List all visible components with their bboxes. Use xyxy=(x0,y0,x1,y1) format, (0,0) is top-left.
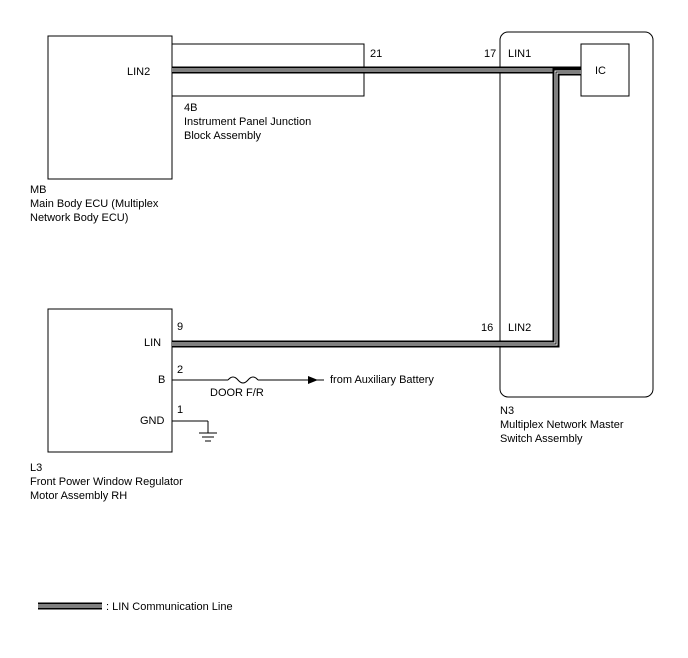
mb-pin-lin2-label: LIN2 xyxy=(127,66,150,78)
l3-pin-lin-number: 9 xyxy=(177,321,183,333)
l3-pin-lin-label: LIN xyxy=(144,337,161,349)
junction-pin-number: 21 xyxy=(370,48,382,60)
fuse-label: DOOR F/R xyxy=(210,387,264,399)
l3-code: L3 xyxy=(30,462,42,474)
n3-pin-lin2-number: 16 xyxy=(481,322,493,334)
l3-name-line1: Front Power Window Regulator xyxy=(30,476,183,488)
l3-pin-gnd-label: GND xyxy=(140,415,165,427)
l3-motor-box xyxy=(47,308,173,453)
n3-pin-lin1-number: 17 xyxy=(484,48,496,60)
junction-name-line1: Instrument Panel Junction xyxy=(184,116,311,128)
fuse-symbol xyxy=(227,376,259,384)
n3-pin-lin2-label: LIN2 xyxy=(508,322,531,334)
n3-ic-label: IC xyxy=(595,65,606,77)
mb-name-line2: Network Body ECU) xyxy=(30,212,128,224)
n3-name-line1: Multiplex Network Master xyxy=(500,419,624,431)
junction-code: 4B xyxy=(184,102,197,114)
legend-label: : LIN Communication Line xyxy=(106,601,233,613)
n3-code: N3 xyxy=(500,405,514,417)
n3-pin-lin1-label: LIN1 xyxy=(508,48,531,60)
l3-pin-gnd-number: 1 xyxy=(177,404,183,416)
l3-pin-b-label: B xyxy=(158,374,165,386)
ground-icon xyxy=(199,432,217,442)
mb-code: MB xyxy=(30,184,47,196)
n3-switch-box xyxy=(499,31,654,398)
power-source-label: from Auxiliary Battery xyxy=(330,374,434,386)
mb-name-line1: Main Body ECU (Multiplex xyxy=(30,198,159,210)
lin-line-l3-to-n3 xyxy=(172,68,581,348)
n3-name-line2: Switch Assembly xyxy=(500,433,583,445)
junction-name-line2: Block Assembly xyxy=(184,130,262,142)
l3-name-line2: Motor Assembly RH xyxy=(30,490,127,502)
mb-ecu-box xyxy=(47,35,173,180)
n3-ic-box xyxy=(580,43,630,97)
l3-pin-b-number: 2 xyxy=(177,364,183,376)
